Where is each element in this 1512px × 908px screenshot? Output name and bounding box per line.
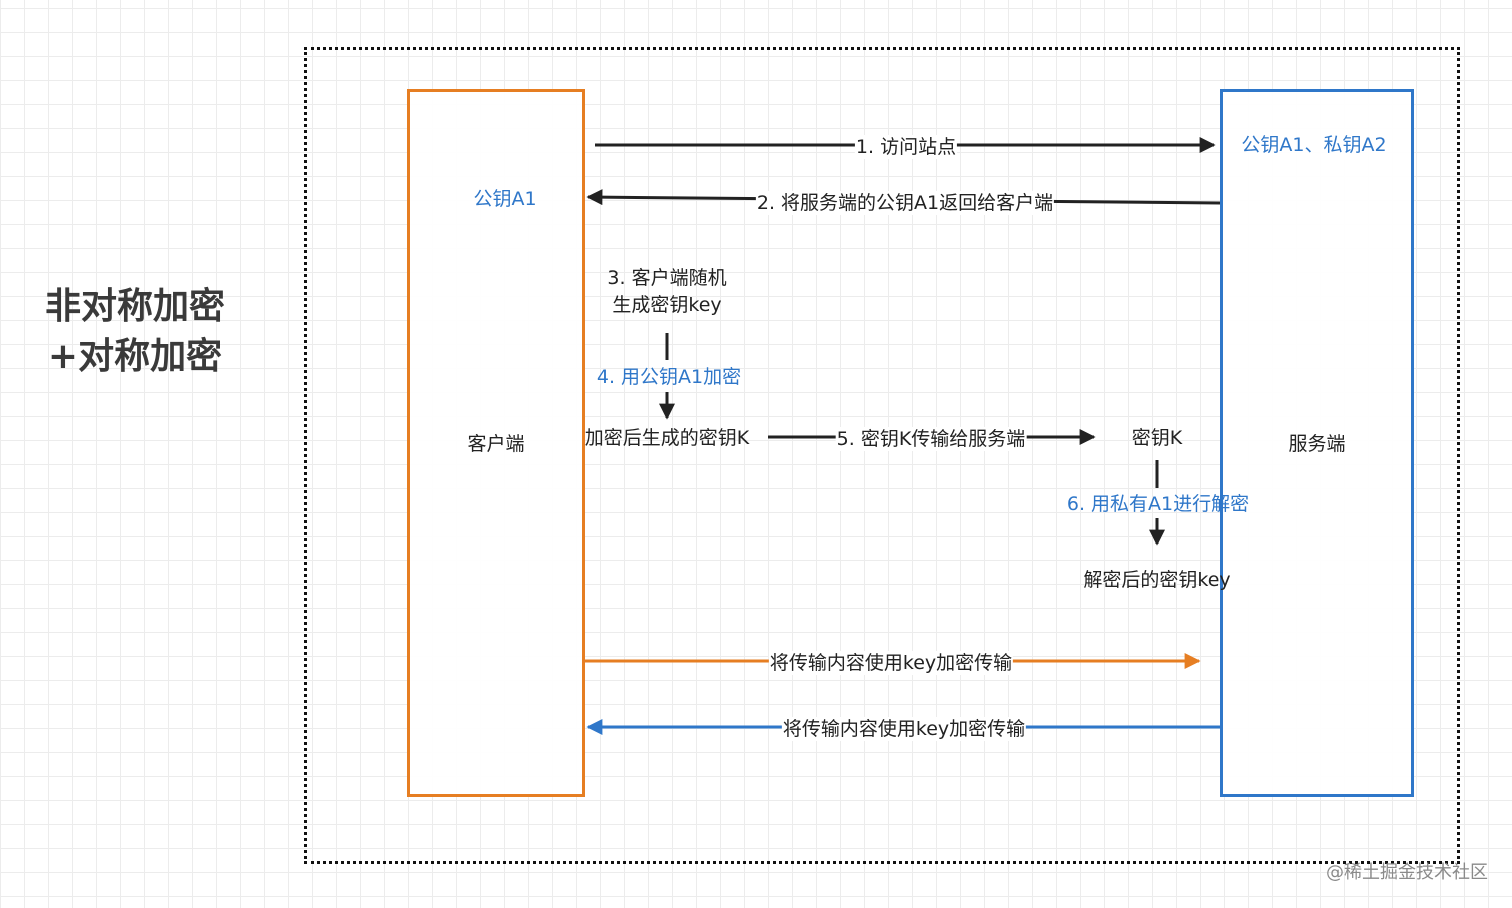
step1-label: 1. 访问站点 — [854, 135, 958, 159]
step3-label-line1: 3. 客户端随机 — [607, 267, 727, 289]
title-line-1: 非对称加密 — [44, 286, 225, 327]
server-keys: 公钥A1、私钥A2 — [1241, 134, 1387, 156]
diagram-title: 非对称加密 +对称加密 — [20, 282, 250, 382]
title-line-2: +对称加密 — [47, 336, 223, 377]
step6-label: 6. 用私有A1进行解密 — [1066, 493, 1250, 515]
step2-label: 2. 将服务端的公钥A1返回给客户端 — [755, 191, 1055, 215]
watermark: @稀土掘金技术社区 — [1326, 862, 1488, 883]
transfer-in-label: 将传输内容使用key加密传输 — [781, 717, 1027, 741]
step3-label-line2: 生成密钥key — [612, 294, 722, 316]
server-received-key: 密钥K — [1131, 427, 1183, 449]
transfer-out-label: 将传输内容使用key加密传输 — [768, 651, 1014, 675]
client-box — [407, 89, 585, 797]
server-box — [1220, 89, 1414, 797]
client-label: 客户端 — [467, 433, 525, 455]
step4-label: 4. 用公钥A1加密 — [596, 366, 742, 388]
decrypted-key-label: 解密后的密钥key — [1083, 569, 1231, 591]
encrypted-key-label: 加密后生成的密钥K — [584, 427, 750, 449]
server-label: 服务端 — [1288, 433, 1346, 455]
client-public-key: 公钥A1 — [473, 188, 537, 210]
step5-label: 5. 密钥K传输给服务端 — [835, 427, 1027, 451]
diagram-frame — [304, 47, 1460, 864]
